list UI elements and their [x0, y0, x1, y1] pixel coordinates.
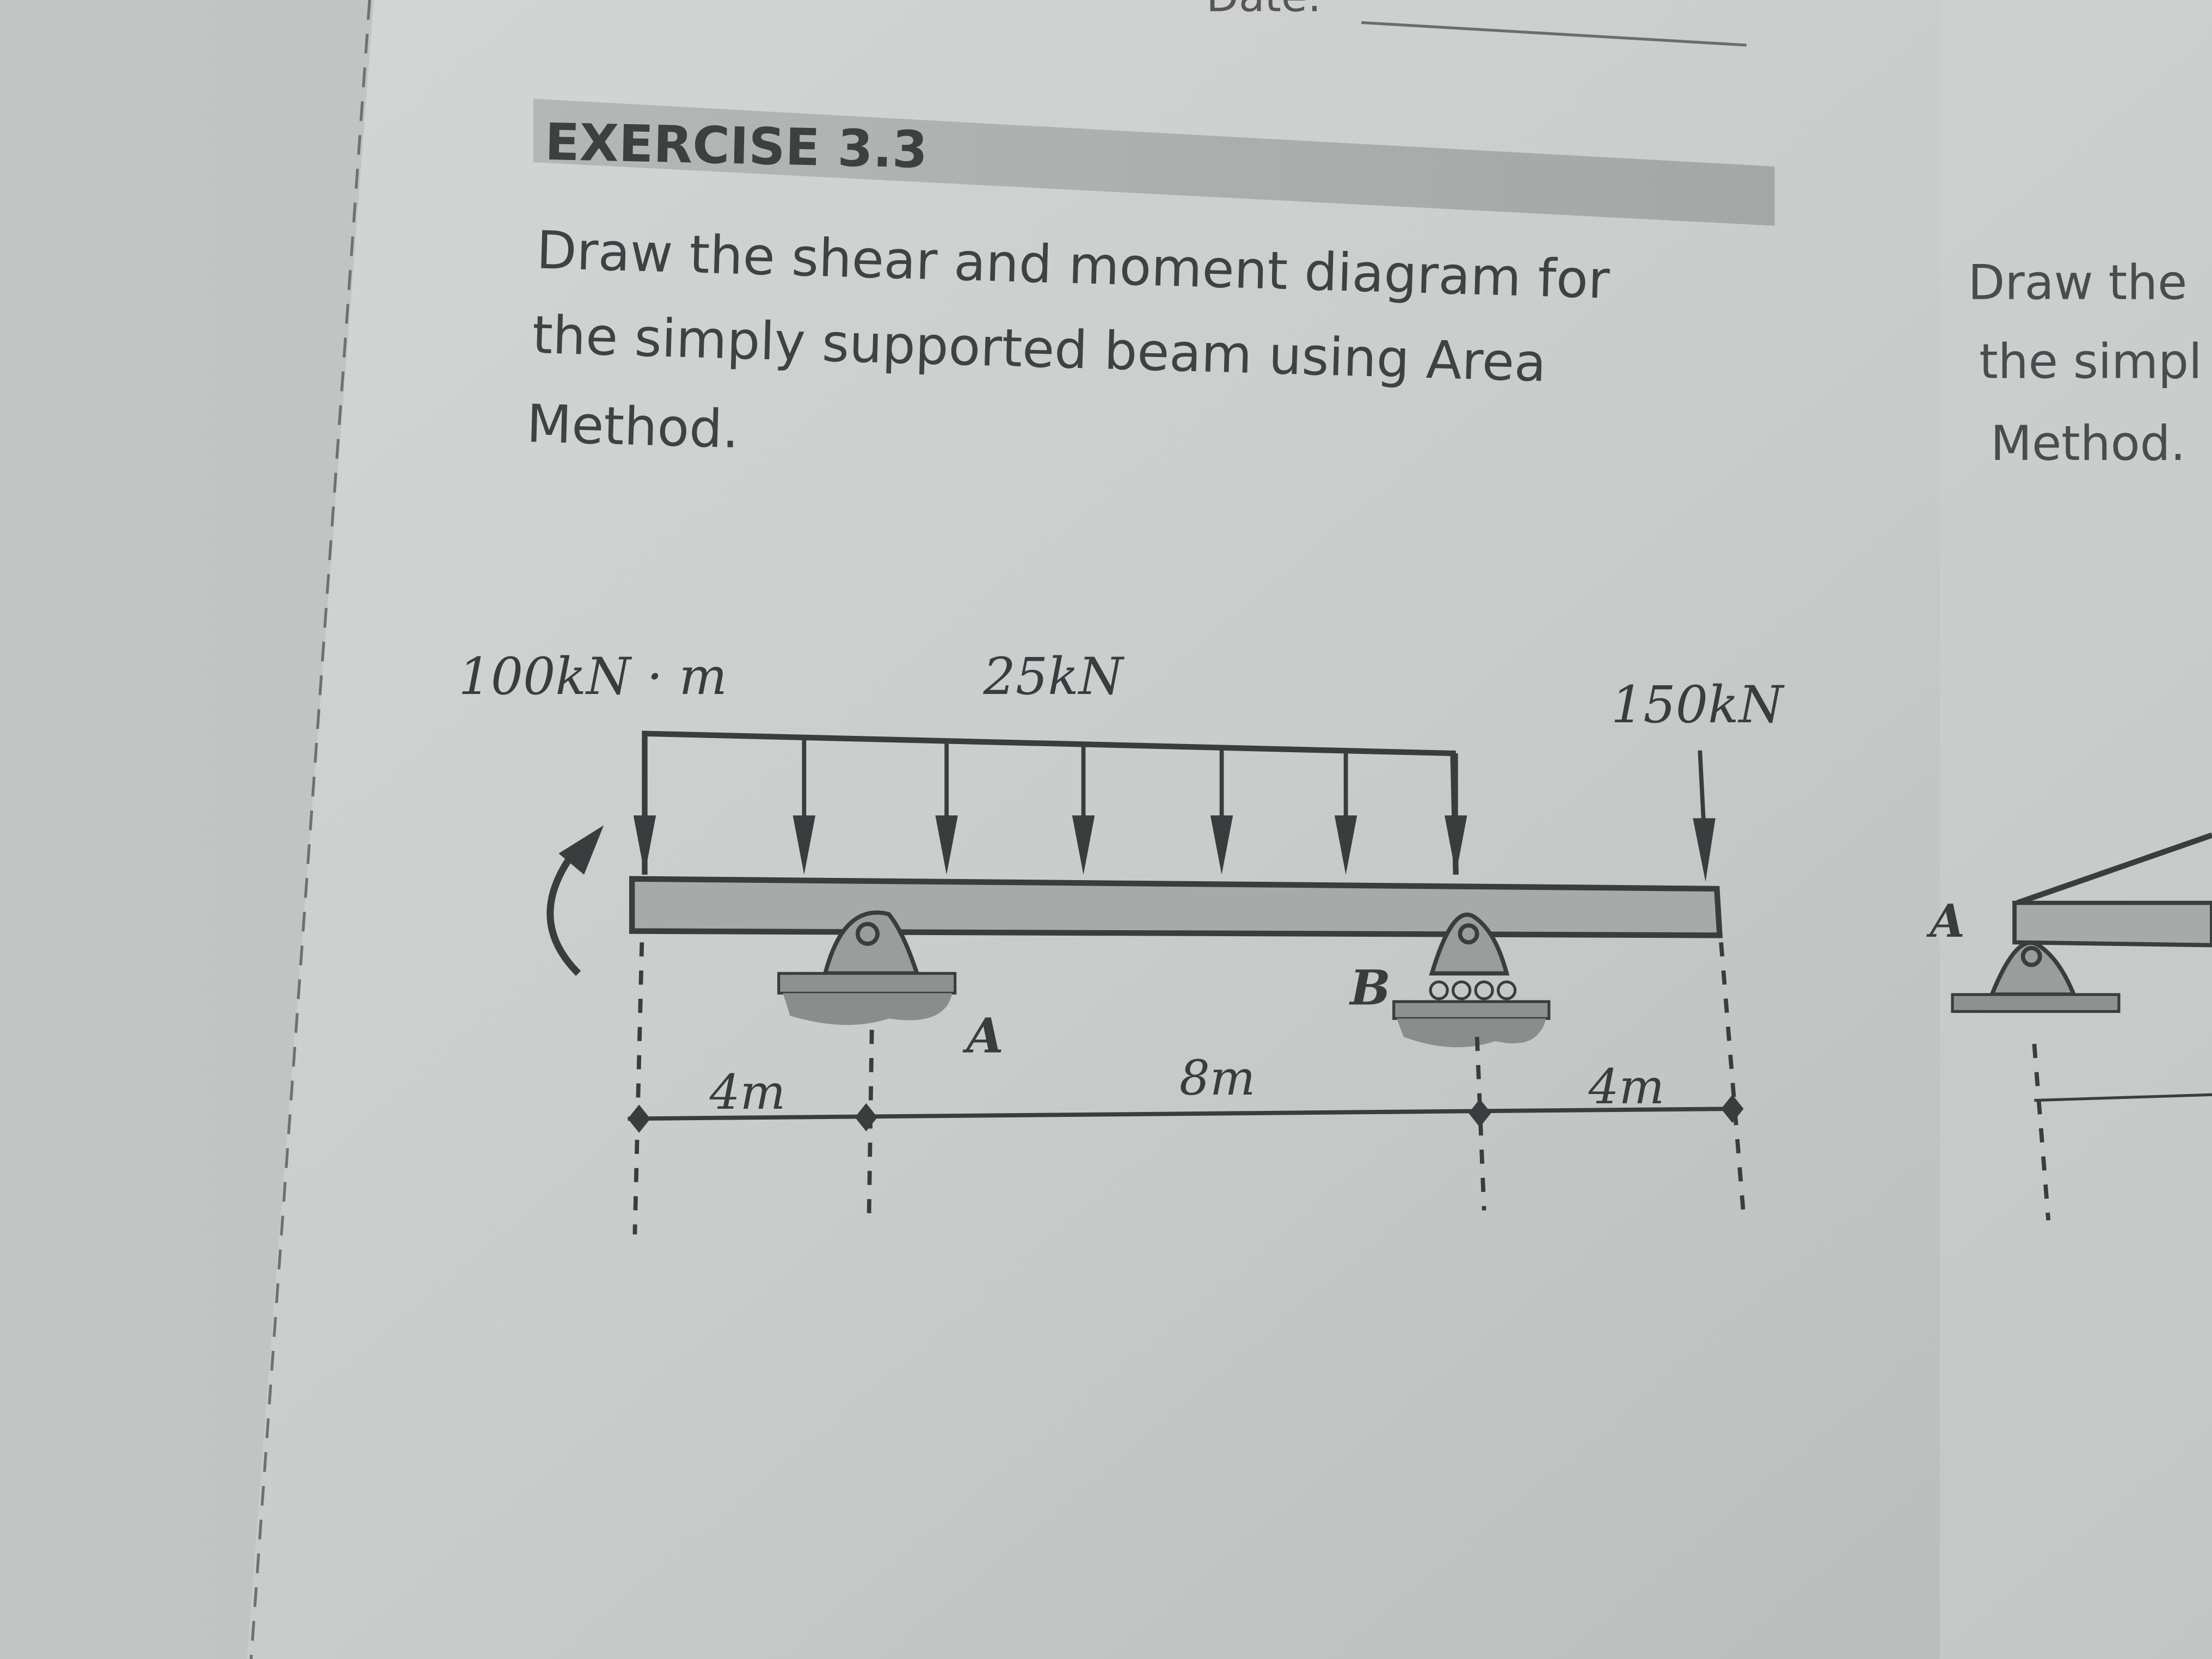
- next-page-line-3: Method.: [1990, 415, 2185, 471]
- moment-label: 100kN · m: [458, 647, 727, 706]
- date-label: Date:: [1206, 0, 1322, 22]
- next-page-line-2: the simpl: [1979, 334, 2202, 390]
- support-b-label: B: [1348, 959, 1390, 1016]
- dimension-ticks: [628, 1095, 1744, 1133]
- distributed-load-arrowhead: [935, 815, 958, 875]
- span-label-3: 4m: [1588, 1059, 1664, 1115]
- distributed-load-arrowhead: [1072, 815, 1095, 875]
- point-load-label: 150kN: [1611, 675, 1785, 735]
- next-page-diagram: A: [1926, 832, 2212, 1221]
- distributed-load-arrowhead: [633, 815, 656, 875]
- pin-support-a: [777, 910, 957, 1025]
- moment-arrowhead: [558, 825, 604, 875]
- distributed-load-arrows: [633, 733, 1467, 875]
- instruction-line-3: Method.: [526, 393, 740, 460]
- exercise-title-band: [533, 99, 1775, 226]
- applied-moment-arrow: [546, 844, 581, 976]
- dimension-line: [628, 1107, 1732, 1121]
- next-page-support-label: A: [1926, 894, 1965, 948]
- distributed-load-label: 25kN: [983, 647, 1125, 706]
- distributed-load-arrowhead: [1445, 815, 1467, 875]
- date-underline[interactable]: [1361, 21, 1747, 47]
- span-label-2: 8m: [1179, 1050, 1256, 1106]
- distributed-load-arrowhead: [1210, 815, 1233, 875]
- next-page-line-1: Draw the: [1968, 254, 2188, 310]
- roller-support-b: [1392, 912, 1551, 1048]
- distributed-load-arrowhead: [1334, 815, 1357, 875]
- support-a-label: A: [962, 1007, 1003, 1064]
- distributed-load-arrowhead: [792, 815, 816, 875]
- exercise-title: EXERCISE 3.3: [544, 113, 928, 180]
- right-page: [1939, 0, 2212, 1659]
- beam-diagram: 100kN · m 25kN 150kN A: [458, 647, 1785, 1234]
- beam: [629, 876, 1723, 938]
- point-load-arrowhead: [1693, 818, 1716, 882]
- span-label-1: 4m: [709, 1064, 786, 1120]
- binding-dashed-line: [249, 0, 371, 1659]
